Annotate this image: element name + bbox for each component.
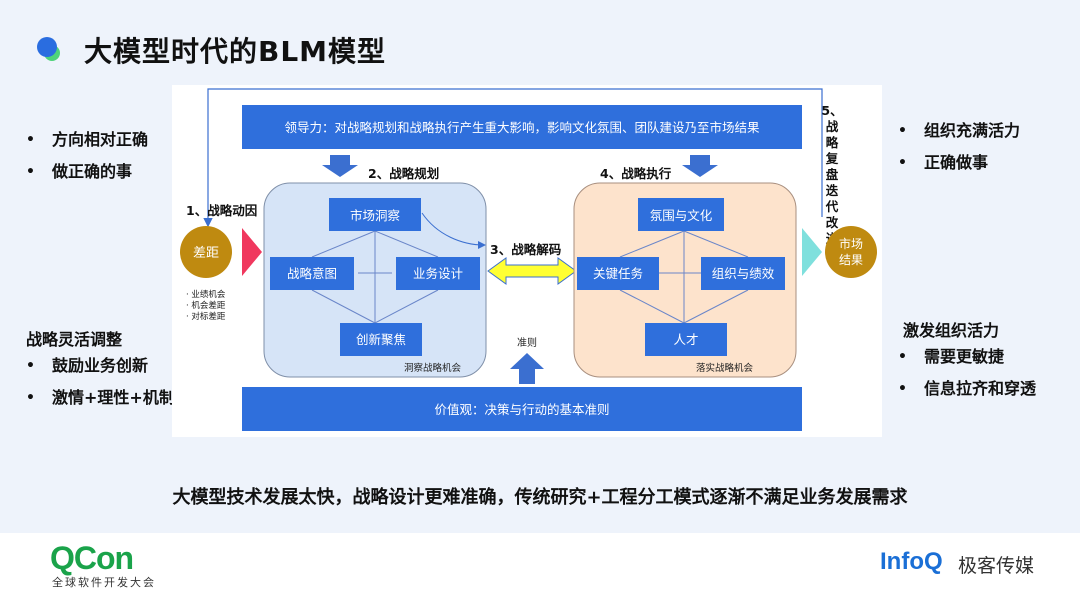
step5-char: 改 bbox=[826, 215, 839, 230]
step4-label: 4、战略执行 bbox=[600, 166, 672, 181]
summary-sentence: 大模型技术发展太快，战略设计更难准确，传统研究+工程分工模式逐渐不满足业务发展需… bbox=[172, 487, 908, 508]
right-heading: 激发组织活力 bbox=[903, 321, 1000, 340]
market-result-label: 结果 bbox=[839, 253, 863, 267]
down-arrow-right-icon bbox=[682, 155, 718, 177]
business-design-label: 业务设计 bbox=[413, 266, 463, 281]
right-top-list: 组织充满活力 正确做事 bbox=[898, 115, 1020, 179]
planning-to-decode-curve bbox=[421, 212, 486, 249]
right-bottom-list: 需要更敏捷 信息拉齐和穿透 bbox=[898, 341, 1036, 405]
right-top-bullet: 正确做事 bbox=[898, 147, 1020, 179]
org-performance-label: 组织与绩效 bbox=[712, 266, 775, 281]
left-top-bullet: 方向相对正确 bbox=[26, 124, 148, 156]
values-bar bbox=[242, 387, 802, 431]
key-tasks-label: 关键任务 bbox=[593, 266, 643, 281]
left-bottom-bullet: 鼓励业务创新 bbox=[26, 350, 175, 382]
org-performance-box bbox=[701, 257, 785, 290]
feedback-loop-line bbox=[203, 88, 823, 228]
criterion-label: 准则 bbox=[517, 336, 537, 349]
left-bottom-list: 鼓励业务创新 激情+理性+机制 bbox=[26, 350, 175, 414]
left-top-bullet: 做正确的事 bbox=[26, 156, 148, 188]
market-result-circle bbox=[825, 226, 877, 278]
gap-note: · 机会差距 bbox=[186, 300, 226, 311]
talent-box bbox=[645, 323, 727, 356]
footer-bar bbox=[0, 533, 1080, 593]
result-pointer-icon bbox=[802, 228, 822, 276]
geek-media-logo: 极客传媒 bbox=[958, 555, 1035, 577]
step5-vertical-label: 5、 战 略 复 盘 迭 代 改 进 bbox=[821, 103, 842, 246]
values-text: 价值观：决策与行动的基本准则 bbox=[434, 402, 609, 417]
market-insight-box bbox=[329, 198, 421, 231]
step5-char: 战 bbox=[826, 119, 839, 134]
business-design-box bbox=[396, 257, 480, 290]
page-title: 大模型时代的BLM模型 bbox=[84, 35, 387, 68]
strategic-intent-label: 战略意图 bbox=[287, 266, 337, 281]
innovation-focus-box bbox=[340, 323, 422, 356]
key-tasks-box bbox=[577, 257, 659, 290]
step5-char: 5、 bbox=[821, 103, 842, 118]
market-insight-label: 市场洞察 bbox=[350, 208, 401, 223]
decode-double-arrow-icon bbox=[487, 257, 577, 285]
step5-char: 代 bbox=[825, 199, 839, 214]
step5-char: 复 bbox=[825, 151, 839, 166]
step5-char: 盘 bbox=[826, 167, 839, 182]
step5-char: 略 bbox=[826, 135, 839, 150]
planning-caption: 洞察战略机会 bbox=[404, 362, 462, 374]
gap-label: 差距 bbox=[193, 246, 219, 261]
gap-note: · 对标差距 bbox=[186, 311, 226, 322]
step1-label: 1、战略动因 bbox=[186, 203, 257, 218]
culture-box bbox=[638, 198, 724, 231]
gap-pointer-icon bbox=[242, 228, 262, 276]
right-bottom-bullet: 信息拉齐和穿透 bbox=[898, 373, 1036, 405]
execution-panel bbox=[573, 182, 797, 378]
blm-diagram: 领导力：对战略规划和战略执行产生重大影响，影响文化氛围、团队建设乃至市场结果 2… bbox=[172, 85, 882, 437]
left-top-list: 方向相对正确 做正确的事 bbox=[26, 124, 148, 188]
qcon-subtitle: 全球软件开发大会 bbox=[52, 576, 156, 589]
down-arrow-left-icon bbox=[322, 155, 358, 177]
right-top-bullet: 组织充满活力 bbox=[898, 115, 1020, 147]
qcon-logo: QCon bbox=[50, 540, 134, 576]
gap-circle bbox=[180, 226, 232, 278]
left-bottom-bullet: 激情+理性+机制 bbox=[26, 382, 175, 414]
infoq-logo: InfoQ bbox=[880, 548, 943, 575]
market-result-label: 市场 bbox=[839, 236, 863, 251]
title-bubble-icon bbox=[37, 37, 60, 61]
execution-connectors bbox=[619, 230, 749, 324]
step3-label: 3、战略解码 bbox=[490, 242, 561, 257]
planning-connectors bbox=[311, 230, 439, 324]
leadership-text: 领导力：对战略规划和战略执行产生重大影响，影响文化氛围、团队建设乃至市场结果 bbox=[284, 120, 760, 135]
left-heading: 战略灵活调整 bbox=[26, 330, 123, 349]
step5-char: 迭 bbox=[826, 183, 839, 198]
strategic-intent-box bbox=[270, 257, 354, 290]
innovation-focus-label: 创新聚焦 bbox=[356, 332, 406, 347]
culture-label: 氛围与文化 bbox=[650, 208, 713, 223]
step2-label: 2、战略规划 bbox=[368, 166, 439, 181]
up-arrow-icon bbox=[510, 353, 544, 384]
talent-label: 人才 bbox=[673, 332, 698, 347]
gap-note: · 业绩机会 bbox=[186, 289, 226, 300]
right-bottom-bullet: 需要更敏捷 bbox=[898, 341, 1036, 373]
execution-caption: 落实战略机会 bbox=[696, 362, 754, 374]
leadership-bar bbox=[242, 105, 802, 149]
